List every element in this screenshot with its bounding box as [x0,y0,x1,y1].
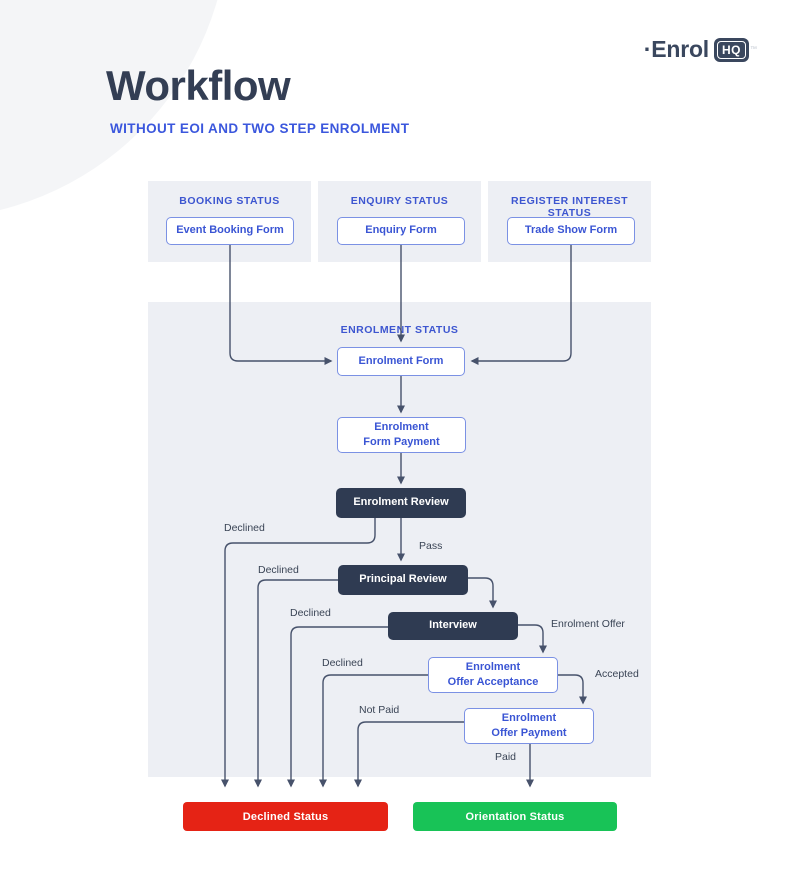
enquiry-form-node: Enquiry Form [337,217,465,245]
edge-label-enrolment-offer: Enrolment Offer [551,618,625,630]
enrolment-offer-payment-node: Enrolment Offer Payment [464,708,594,744]
orientation-status-badge: Orientation Status [413,802,617,831]
principal-review-node: Principal Review [338,565,468,595]
enrolment-form-node: Enrolment Form [337,347,465,376]
booking-status-heading: BOOKING STATUS [179,195,280,207]
register-interest-status-heading: REGISTER INTEREST STATUS [510,195,628,219]
interview-node: Interview [388,612,518,640]
declined-status-badge: Declined Status [183,802,388,831]
enrolment-form-payment-node: Enrolment Form Payment [337,417,466,453]
event-booking-form-node: Event Booking Form [166,217,294,245]
edge-label-paid: Paid [495,751,517,763]
edge-label-review-declined: Declined [224,522,265,534]
edge-label-pass: Pass [419,540,443,552]
edge-label-principal-declined: Declined [258,564,299,576]
trademark-symbol: ™ [750,46,757,53]
edge-label-interview-declined: Declined [290,607,331,619]
enrolment-review-node: Enrolment Review [336,488,466,518]
logo-hq-text: HQ [717,40,746,59]
enrolhq-logo: ·Enrol HQ ™ [644,36,757,63]
edge-label-accepted: Accepted [595,668,639,680]
logo-brand-text: ·Enrol [643,36,709,62]
enquiry-status-heading: ENQUIRY STATUS [350,195,449,207]
edge-label-not-paid: Not Paid [359,704,400,716]
enrolment-status-heading: ENROLMENT STATUS [340,324,459,336]
trade-show-form-node: Trade Show Form [507,217,635,245]
logo-hq-badge: HQ [714,37,749,62]
page-subtitle: WITHOUT EOI AND TWO STEP ENROLMENT [110,121,410,136]
edge-label-acceptance-declined: Declined [322,657,363,669]
enrolment-offer-acceptance-node: Enrolment Offer Acceptance [428,657,558,693]
page-title: Workflow [106,62,291,109]
